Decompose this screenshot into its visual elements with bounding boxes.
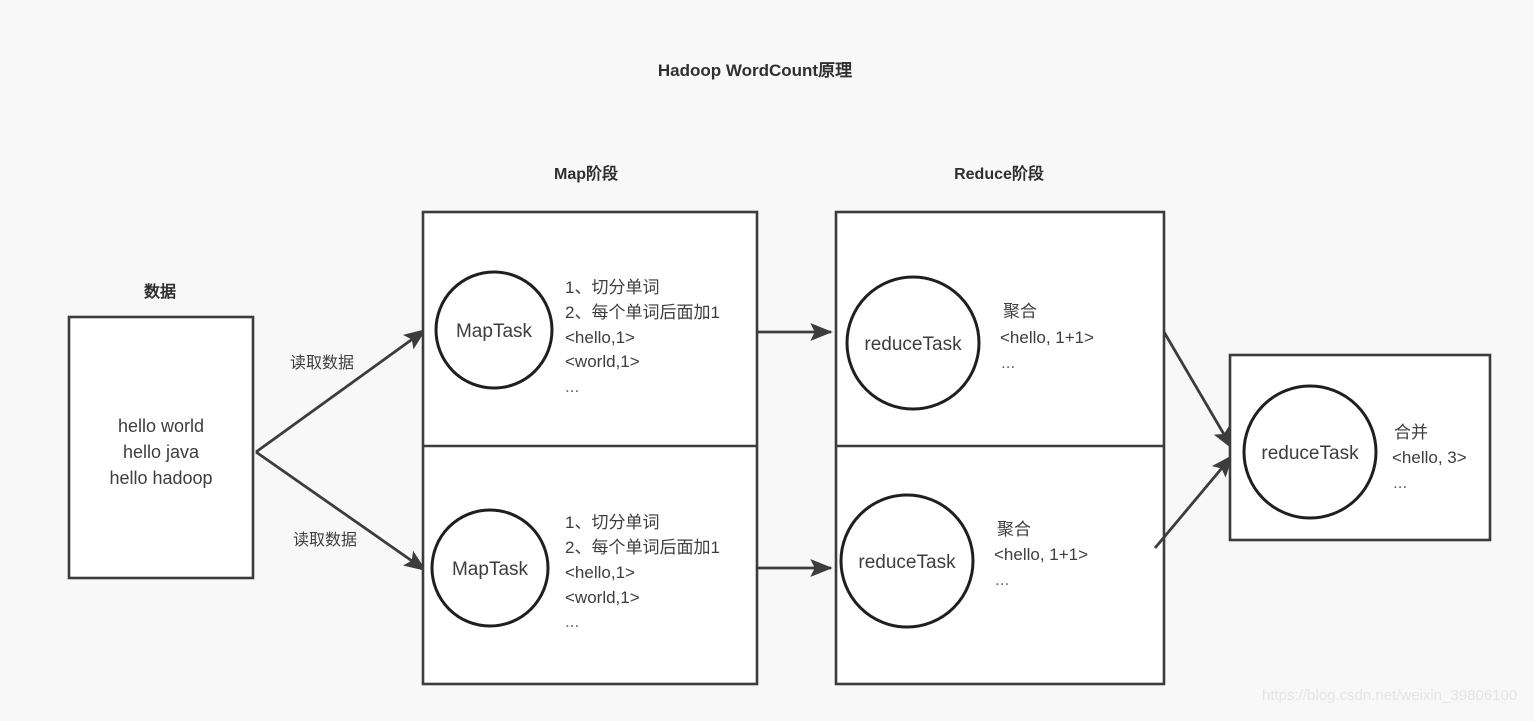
data-label: 数据 [144,282,176,301]
data-box [67,315,255,580]
final-line-3: ... [1393,473,1407,492]
maptask-2-line-4: <world,1> [565,588,640,607]
data-line-2: hello java [123,442,200,462]
maptask-1-line-4: <world,1> [565,352,640,371]
final-reducetask-label: reduceTask [1261,443,1359,464]
reducetask-circle-2 [839,493,975,629]
maptask-1-line-5: ... [565,377,579,396]
page-title: Hadoop WordCount原理 [658,61,852,80]
maptask-2-line-2: 2、每个单词后面加1 [565,538,720,557]
maptask-1-line-2: 2、每个单词后面加1 [565,303,720,322]
final-line-2: <hello, 3> [1392,448,1467,467]
reducetask-2-line-3: ... [995,570,1009,589]
maptask-label-1: MapTask [456,321,533,342]
reduce-stage-label: Reduce阶段 [954,164,1045,183]
arrow-data-to-maptask-2 [255,450,427,572]
maptask-2-line-1: 1、切分单词 [565,513,659,532]
reducetask-2-line-1: 聚合 [997,520,1031,539]
reducetask-circle-1 [845,275,981,411]
reducetask-label-2: reduceTask [858,552,956,573]
reducetask-1-line-2: <hello, 1+1> [1000,328,1094,347]
final-line-1: 合并 [1394,423,1428,442]
arrow-data-to-maptask-1 [255,328,427,454]
maptask-2-line-3: <hello,1> [565,563,635,582]
reducetask-label-1: reduceTask [864,334,962,355]
watermark-text: https://blog.csdn.net/weixin_39806100 [1262,687,1517,704]
arrow-reduce-1-to-final [1162,331,1234,450]
maptask-circle-2 [430,508,550,628]
data-line-3: hello hadoop [109,468,212,488]
edge-label-read-data-top: 读取数据 [290,354,354,372]
edge-label-read-data-bottom: 读取数据 [293,531,357,549]
maptask-2-line-5: ... [565,612,579,631]
map-stage-label: Map阶段 [554,164,619,183]
final-reducetask-circle [1242,384,1378,520]
maptask-1-line-1: 1、切分单词 [565,278,659,297]
reducetask-2-line-2: <hello, 1+1> [994,545,1088,564]
maptask-1-line-3: <hello,1> [565,328,635,347]
maptask-label-2: MapTask [452,559,529,580]
data-line-1: hello world [118,416,204,436]
maptask-circle-1 [434,270,554,390]
reducetask-1-line-1: 聚合 [1003,302,1037,321]
arrow-reduce-2-to-final [1153,454,1234,549]
reducetask-1-line-3: ... [1001,353,1015,372]
